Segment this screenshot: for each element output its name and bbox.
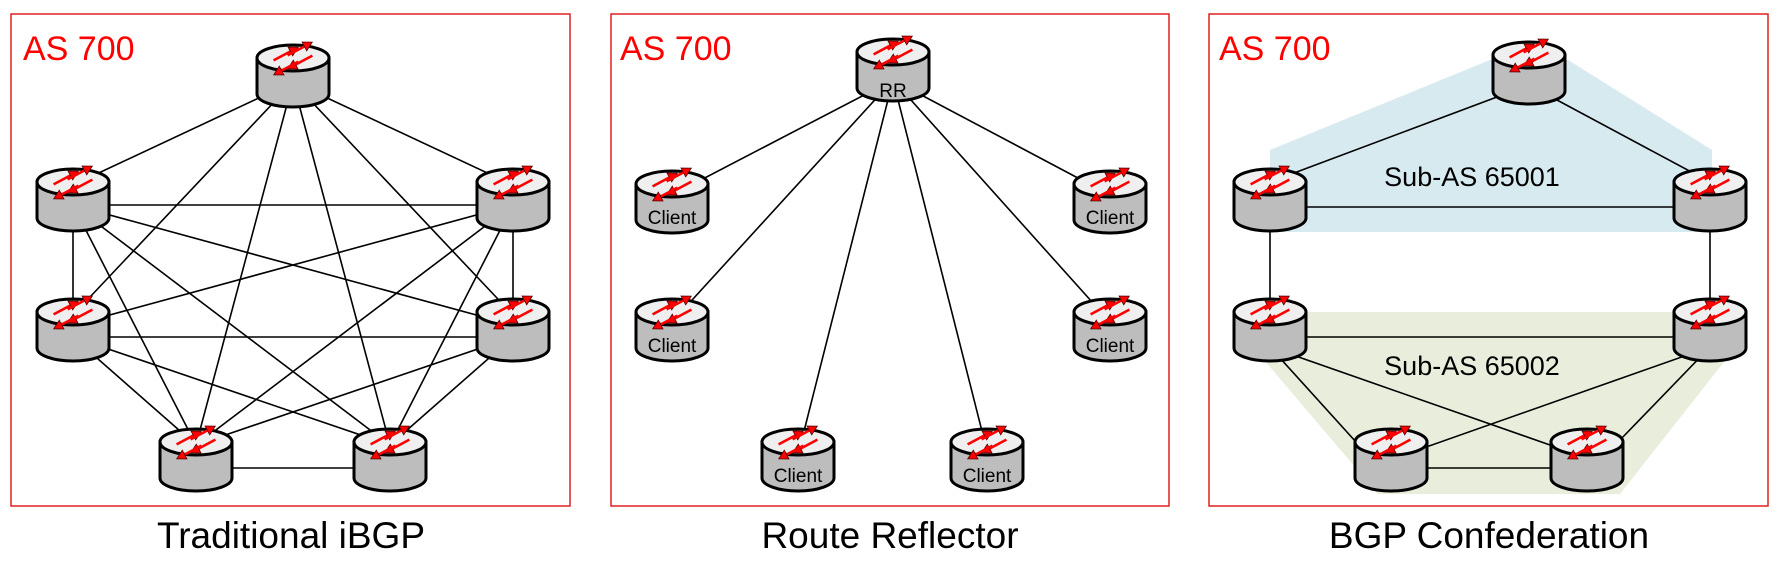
router-icon	[257, 38, 329, 107]
client-label: Client	[648, 208, 697, 229]
client-router: Client	[951, 422, 1023, 491]
as-label: AS 700	[23, 30, 135, 68]
router-icon	[1551, 422, 1623, 491]
rr-label: RR	[879, 81, 906, 102]
rr-client-links	[671, 79, 1111, 448]
as-label: AS 700	[1219, 30, 1331, 68]
panel-caption: Route Reflector	[761, 515, 1018, 556]
panel-traditional-ibgp: AS 700	[10, 13, 571, 556]
client-router: Client	[1074, 164, 1146, 233]
route-reflector-router: RR	[857, 32, 929, 102]
sub-as-65001-zone	[1270, 60, 1712, 232]
panel-bgp-confederation: AS 700 Sub-AS 65001 Sub-AS 65002 BGP Con…	[1208, 13, 1769, 556]
client-label: Client	[963, 466, 1012, 487]
client-router: Client	[636, 164, 708, 233]
sub-as-label: Sub-AS 65002	[1384, 351, 1560, 381]
confederation-links	[1269, 84, 1711, 469]
full-mesh-links	[72, 81, 514, 469]
router-icon	[1493, 35, 1565, 104]
router-icon	[1674, 292, 1746, 361]
client-router: Client	[762, 422, 834, 491]
router-icon	[160, 422, 232, 491]
client-label: Client	[648, 336, 697, 357]
router-icon	[477, 292, 549, 361]
router-icon	[354, 422, 426, 491]
router-icon	[1674, 162, 1746, 231]
panel-route-reflector: AS 700 RR Client Client Client Clie	[610, 13, 1170, 556]
client-router: Client	[1074, 292, 1146, 361]
client-label: Client	[1086, 336, 1135, 357]
client-label: Client	[1086, 208, 1135, 229]
router-icon	[37, 292, 109, 361]
router-icon	[1234, 162, 1306, 231]
as-label: AS 700	[620, 30, 732, 68]
router-icon	[1355, 422, 1427, 491]
client-router: Client	[636, 292, 708, 361]
sub-as-label: Sub-AS 65001	[1384, 162, 1560, 192]
router-icon	[477, 162, 549, 231]
panel-caption: Traditional iBGP	[157, 515, 425, 556]
router-icon	[1234, 292, 1306, 361]
router-icon	[37, 162, 109, 231]
panel-caption: BGP Confederation	[1329, 515, 1649, 556]
client-label: Client	[774, 466, 823, 487]
